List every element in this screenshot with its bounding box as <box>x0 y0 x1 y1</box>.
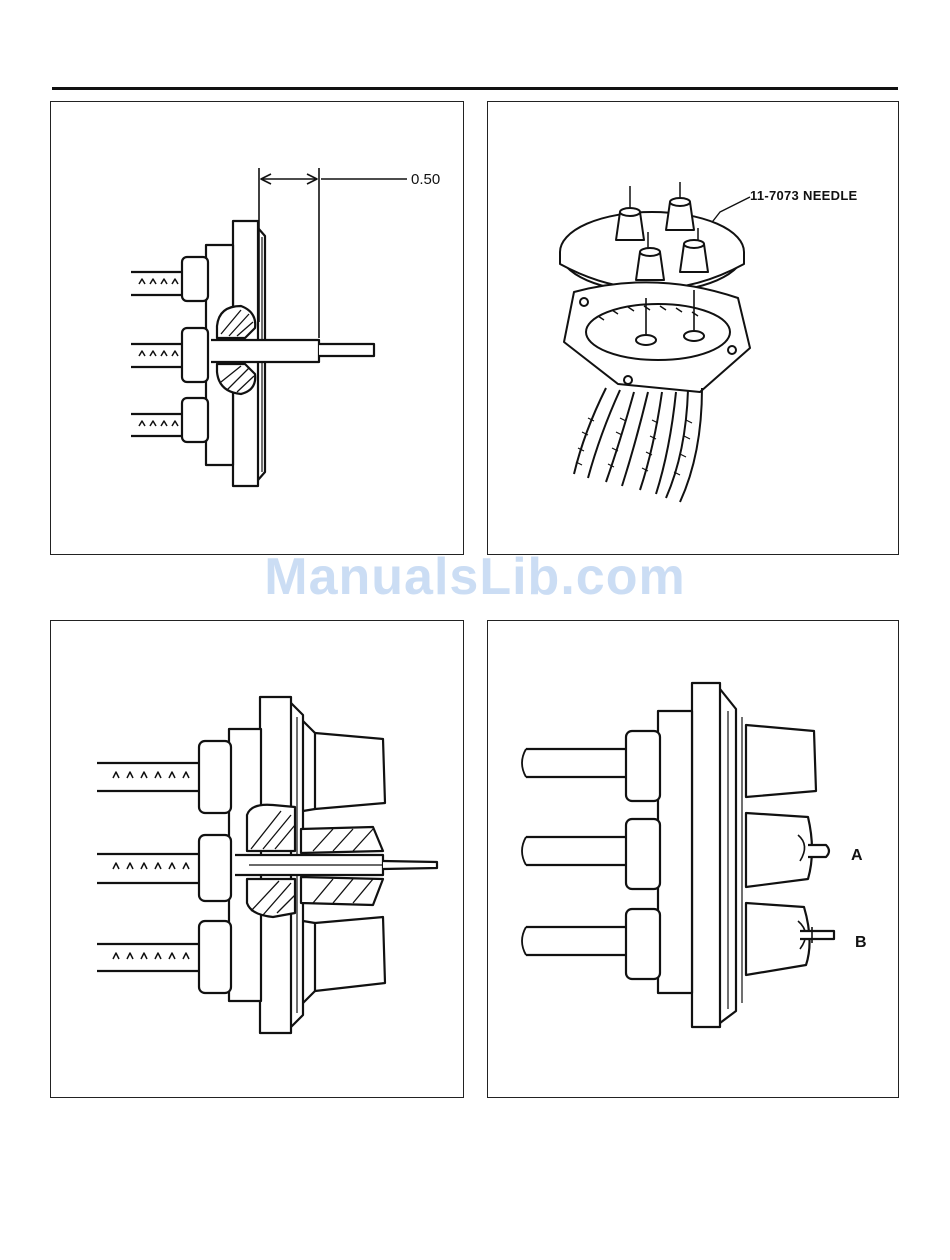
figure-2-drawing <box>488 102 899 555</box>
label-a: A <box>851 847 863 865</box>
figure-1-drawing <box>51 102 464 555</box>
watermark-text: ManualsLib.com <box>0 547 950 607</box>
figure-4-panel: A B <box>487 620 899 1098</box>
figure-3-drawing <box>51 621 464 1098</box>
figure-4-drawing <box>488 621 899 1098</box>
figure-3-panel <box>50 620 464 1098</box>
figure-1-panel: 0.50 <box>50 101 464 555</box>
figure-2-panel: 11-7073 NEEDLE <box>487 101 899 555</box>
label-b: B <box>855 934 867 952</box>
header-rule <box>52 87 898 90</box>
needle-callout-label: 11-7073 NEEDLE <box>750 188 858 203</box>
dimension-label: 0.50 <box>411 171 440 188</box>
